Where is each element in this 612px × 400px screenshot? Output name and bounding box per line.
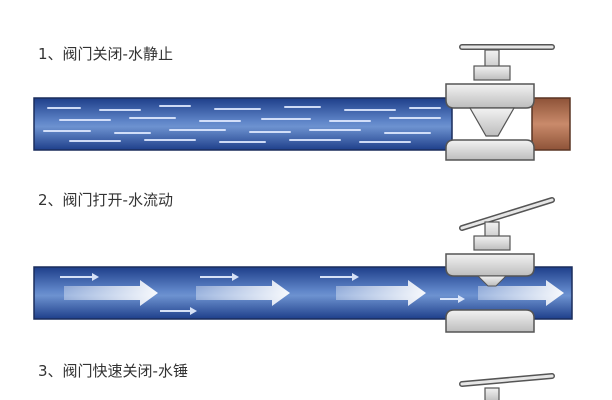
valve-open: [445, 197, 555, 333]
pipe-open: [33, 266, 573, 320]
gate-open: [476, 275, 508, 287]
flow-arrow: [336, 280, 426, 306]
still-water-streaks: [43, 105, 441, 143]
flow-arrow: [478, 280, 564, 306]
pipe-closed: [33, 97, 571, 151]
valve-fast-close-partial: [459, 373, 555, 400]
flow-arrow: [64, 280, 158, 306]
flow-arrow: [196, 280, 290, 306]
gate-closed: [468, 107, 516, 137]
flow-arrows: [64, 280, 564, 306]
small-flow-arrows: [60, 273, 465, 315]
step-3-label: 3、阀门快速关闭-水锤: [38, 362, 188, 380]
step-1-label: 1、阀门关闭-水静止: [38, 45, 173, 63]
stagnant-water-segment: [531, 97, 571, 151]
valve-closed: [445, 44, 555, 161]
step-2-label: 2、阀门打开-水流动: [38, 191, 173, 209]
